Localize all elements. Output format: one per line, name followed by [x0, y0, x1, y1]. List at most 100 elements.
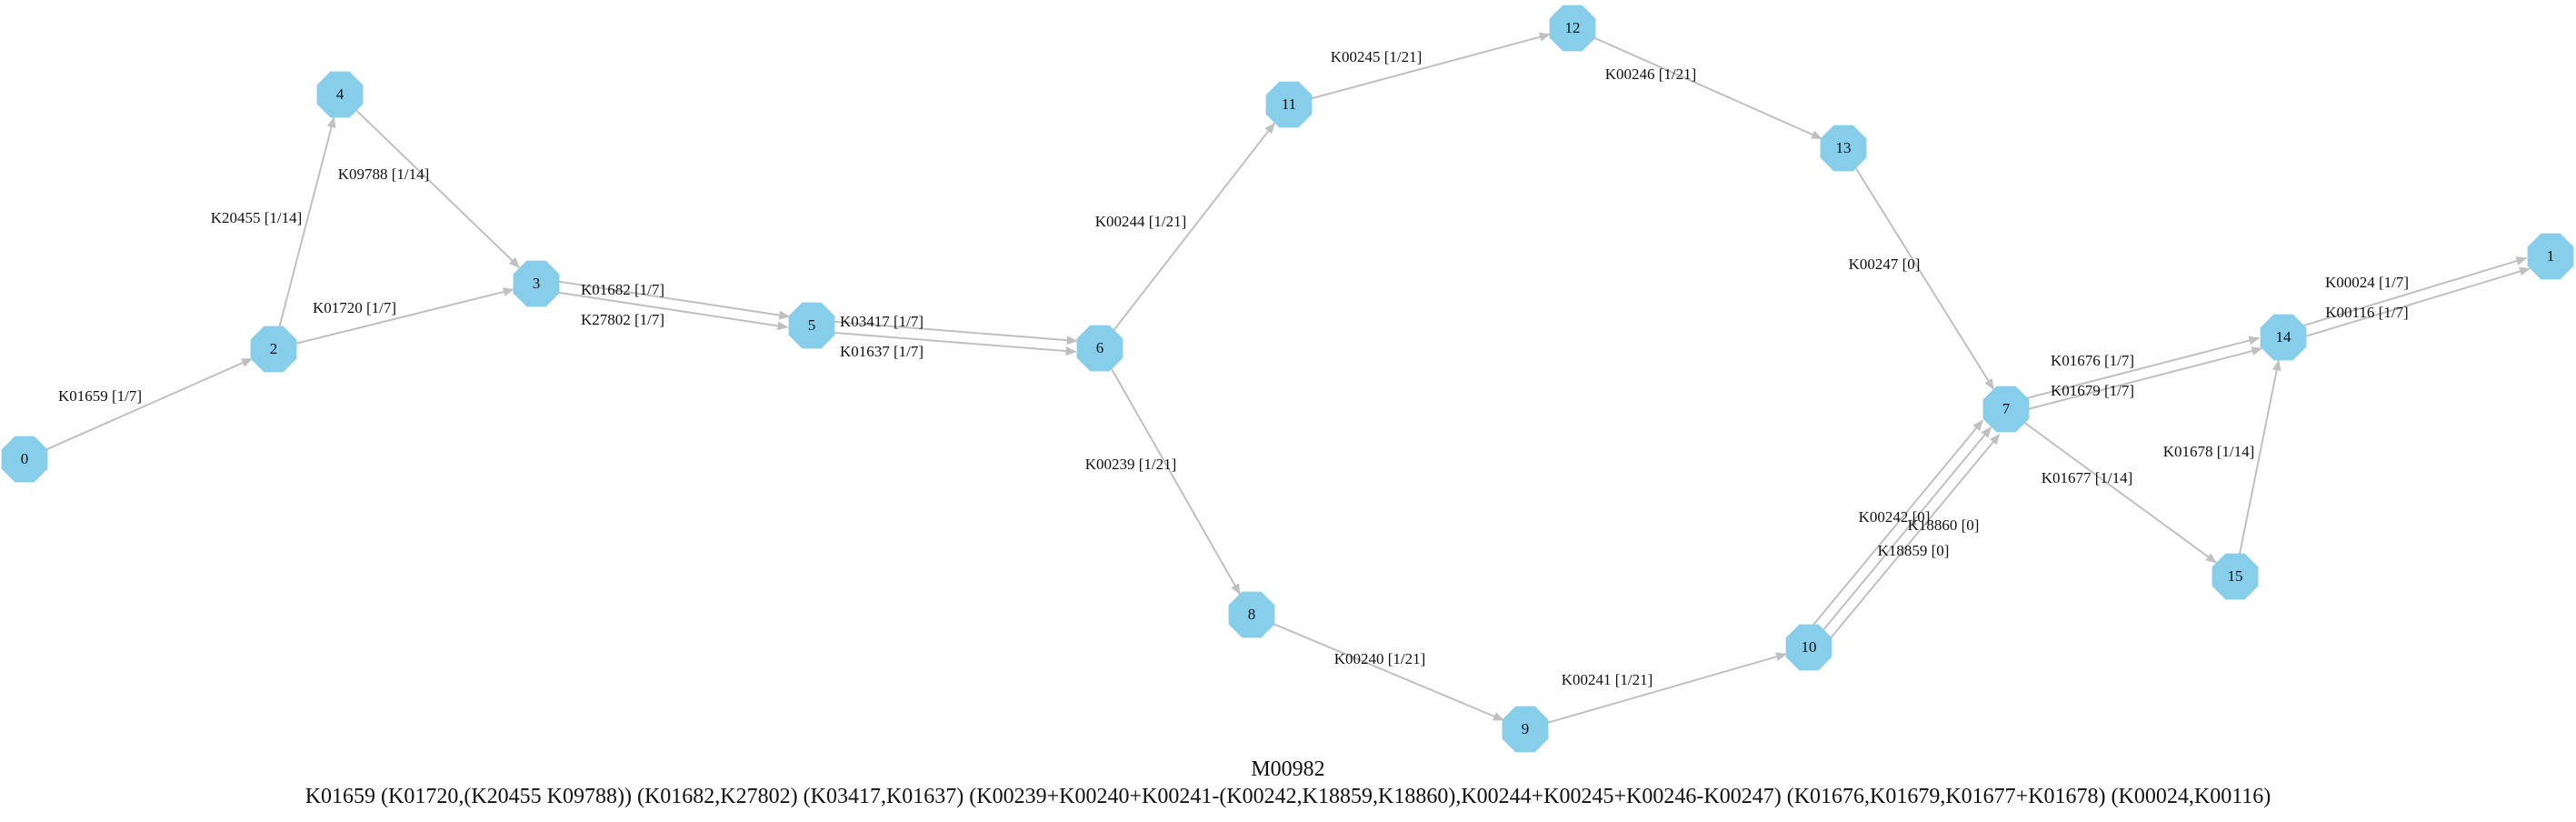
node-label: 6: [1096, 339, 1104, 356]
node-9: 9: [1502, 706, 1549, 753]
edge-label: K18860 [0]: [1908, 516, 1980, 534]
edge-11-12-0: [1308, 32, 1551, 100]
edge-label: K00240 [1/21]: [1334, 650, 1426, 667]
node-label: 4: [336, 85, 344, 103]
edge-label: K00246 [1/21]: [1605, 65, 1697, 83]
node-3: 3: [513, 260, 560, 307]
edge-10-7-0: [1812, 419, 1983, 626]
edge-2-4-0: [277, 116, 336, 329]
node-shape: [513, 260, 560, 307]
node-shape: [1820, 125, 1867, 172]
edge-4-3-0: [354, 108, 521, 268]
edge-label: K27802 [1/7]: [581, 311, 664, 328]
node-shape: [1549, 5, 1596, 52]
edge-2-3-0: [294, 287, 514, 346]
edge-12-13-0: [1591, 35, 1823, 140]
node-5: 5: [788, 302, 835, 349]
node-shape: [1502, 706, 1549, 753]
edge-label: K01659 [1/7]: [58, 387, 142, 405]
node-label: 15: [2228, 567, 2243, 585]
edge-label: K18859 [0]: [1878, 542, 1950, 559]
edge-10-7-2: [1830, 433, 2001, 639]
node-label: 14: [2276, 328, 2292, 346]
node-shape: [250, 326, 297, 373]
node-label: 11: [1282, 95, 1296, 113]
edge-label: K09788 [1/14]: [338, 165, 430, 183]
edge-8-9-0: [1270, 621, 1504, 721]
edge-6-8-0: [1109, 366, 1241, 596]
edge-5-6-1: [832, 331, 1077, 356]
node-13: 13: [1820, 125, 1867, 172]
node-2: 2: [250, 326, 297, 373]
edge-label: K01678 [1/14]: [2163, 443, 2255, 460]
edge-label: K00244 [1/21]: [1095, 213, 1187, 230]
node-shape: [1265, 81, 1313, 128]
node-15: 15: [2212, 553, 2259, 600]
edge-label: K00239 [1/21]: [1085, 456, 1177, 473]
node-7: 7: [1982, 386, 2030, 433]
node-label: 9: [1522, 720, 1530, 737]
edge-label: K01676 [1/7]: [2051, 352, 2134, 369]
node-shape: [1982, 386, 2030, 433]
node-4: 4: [316, 71, 364, 118]
edge-labels-layer: K01659 [1/7] K20455 [1/14] K01720 [1/7] K09…: [58, 48, 2409, 688]
edge-14-1-1: [2304, 266, 2531, 338]
edge-label: K20455 [1/14]: [211, 209, 303, 226]
module-definition: K01659 (K01720,(K20455 K09788)) (K01682,…: [305, 785, 2271, 808]
node-label: 13: [1836, 139, 1852, 156]
node-label: 1: [2547, 247, 2555, 265]
node-shape: [788, 302, 835, 349]
edge-5-6-0: [833, 320, 1078, 346]
node-shape: [316, 71, 364, 118]
edge-7-15-0: [2022, 420, 2217, 564]
edge-7-14-0: [2024, 336, 2261, 400]
node-6: 6: [1076, 325, 1123, 372]
node-11: 11: [1265, 81, 1313, 128]
node-0: 0: [1, 436, 48, 483]
node-10: 10: [1785, 624, 1832, 671]
node-shape: [2527, 233, 2574, 280]
edge-label: K03417 [1/7]: [840, 313, 924, 330]
node-14: 14: [2260, 314, 2307, 361]
node-label: 8: [1248, 606, 1256, 623]
module-id-title: M00982: [1251, 757, 1325, 781]
node-shape: [2260, 314, 2307, 361]
node-8: 8: [1228, 591, 1275, 638]
node-label: 2: [270, 340, 278, 357]
edge-label: K01720 [1/7]: [313, 299, 396, 316]
edge-label: K00242 [0]: [1859, 508, 1931, 526]
edge-6-11-0: [1112, 122, 1275, 333]
node-label: 3: [533, 275, 541, 292]
edge-14-1-0: [2301, 256, 2528, 327]
edge-7-14-1: [2027, 346, 2263, 410]
node-shape: [1785, 624, 1832, 671]
node-shape: [2212, 553, 2259, 600]
edge-10-7-1: [1821, 426, 1992, 632]
edges-layer: [43, 32, 2531, 725]
edge-15-14-0: [2238, 359, 2281, 556]
node-label: 12: [1565, 19, 1581, 36]
node-shape: [1076, 325, 1123, 372]
edge-label: K00116 [1/7]: [2325, 304, 2408, 321]
edge-3-5-0: [557, 280, 791, 320]
node-label: 0: [21, 450, 29, 467]
edge-13-7-0: [1853, 165, 1995, 390]
node-shape: [1228, 591, 1275, 638]
edge-label: K01637 [1/7]: [840, 343, 924, 360]
edge-9-10-0: [1544, 652, 1787, 725]
node-shape: [1, 436, 48, 483]
edge-label: K00245 [1/21]: [1331, 48, 1423, 65]
node-1: 1: [2527, 233, 2574, 280]
edge-label: K01682 [1/7]: [581, 281, 664, 298]
edge-label: K00247 [0]: [1849, 256, 1921, 273]
edge-label: K00024 [1/7]: [2325, 274, 2409, 291]
node-label: 10: [1802, 638, 1817, 656]
edge-3-5-1: [555, 291, 789, 331]
node-label: 7: [2002, 400, 2011, 417]
edge-label: K01679 [1/7]: [2051, 382, 2134, 399]
edge-label: K00241 [1/21]: [1562, 671, 1653, 688]
edge-0-2-0: [43, 357, 254, 452]
node-12: 12: [1549, 5, 1596, 52]
